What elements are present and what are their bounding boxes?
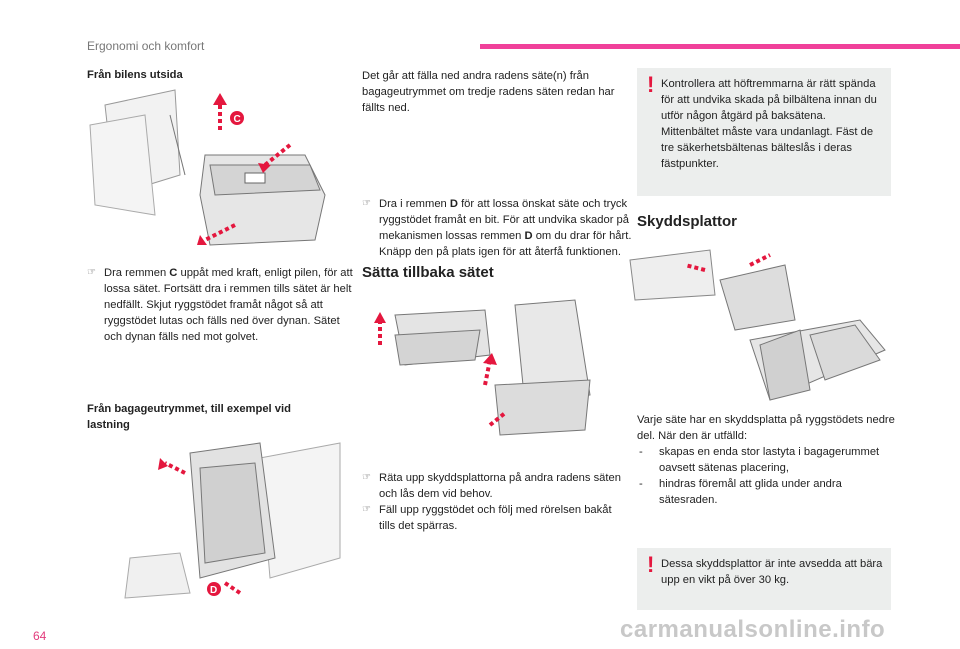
label-c: C bbox=[234, 114, 241, 125]
middle-intro: Det går att fälla ned andra radens säte(… bbox=[362, 70, 615, 114]
text: skapas en enda stor lastyta i bagagerumm… bbox=[659, 446, 880, 474]
instruction-pull-strap-d: ☞ Dra i remmen D för att lossa önskat sä… bbox=[362, 196, 634, 260]
warning-icon: ! bbox=[647, 552, 655, 577]
warning-box-seatbelts: ! Kontrollera att höftremmarna är rätt s… bbox=[637, 68, 891, 196]
warning-icon: ! bbox=[647, 72, 655, 97]
pointing-hand-icon: ☞ bbox=[87, 267, 96, 278]
text: om du drar för hårt. Knäpp den på plats … bbox=[379, 230, 632, 258]
text: uppåt med kraft, enligt pilen, för att l… bbox=[104, 267, 353, 343]
instruction-raise-plates: ☞ Räta upp skyddsplattorna på andra raden… bbox=[362, 470, 624, 502]
text: Räta upp skyddsplattorna på andra radens… bbox=[379, 472, 621, 500]
subtitle-from-outside: Från bilens utsida bbox=[87, 69, 183, 81]
protective-plates-description: Varje säte har en skyddsplatta på ryggst… bbox=[637, 412, 895, 508]
warning-text: Kontrollera att höftremmarna är rätt spä… bbox=[661, 78, 877, 170]
warning-text: Dessa skyddsplattor är inte avsedda att … bbox=[661, 558, 883, 586]
watermark: carmanualsonline.info bbox=[620, 616, 886, 643]
pointing-hand-icon: ☞ bbox=[362, 198, 371, 209]
section-accent-bar bbox=[480, 44, 960, 49]
list-item: -hindras föremål att glida under andra s… bbox=[639, 478, 842, 506]
intro-text: Varje säte har en skyddsplatta på ryggst… bbox=[637, 414, 895, 442]
page-number: 64 bbox=[33, 629, 47, 643]
heading-protective-plates: Skyddsplattor bbox=[637, 213, 738, 230]
instruction-pull-strap-c: ☞ Dra remmen C uppåt med kraft, enligt p… bbox=[87, 265, 360, 345]
seat-restore-illustration bbox=[365, 295, 605, 460]
text: Dra remmen bbox=[104, 267, 170, 279]
heading-restore-seat: Sätta tillbaka sätet bbox=[362, 264, 494, 281]
strap-label: D bbox=[524, 230, 533, 242]
strap-label: D bbox=[449, 198, 458, 210]
pointing-hand-icon: ☞ bbox=[362, 472, 371, 483]
protective-plates-illustration bbox=[620, 240, 890, 405]
text: Dra i remmen bbox=[379, 198, 450, 210]
pointing-hand-icon: ☞ bbox=[362, 504, 371, 515]
strap-label: C bbox=[169, 267, 178, 279]
subtitle-from-trunk: Från bagageutrymmet, till exempel vid la… bbox=[87, 403, 291, 431]
list-item: -skapas en enda stor lastyta i bagagerum… bbox=[639, 446, 880, 474]
restore-instructions: ☞ Räta upp skyddsplattorna på andra raden… bbox=[362, 470, 624, 534]
text: hindras föremål att glida under andra sä… bbox=[659, 478, 842, 506]
label-d: D bbox=[210, 585, 217, 596]
text: för att lossa önskat säte och tryck rygg… bbox=[379, 198, 629, 242]
seat-fold-illustration-d: D bbox=[110, 438, 342, 603]
warning-box-weight: ! Dessa skyddsplattor är inte avsedda at… bbox=[637, 548, 891, 610]
text: Fäll upp ryggstödet och följ med rörelse… bbox=[379, 504, 612, 532]
instruction-raise-backrest: ☞ Fäll upp ryggstödet och följ med rörels… bbox=[362, 502, 624, 534]
section-title: Ergonomi och komfort bbox=[87, 39, 205, 53]
seat-fold-illustration-c: C bbox=[85, 85, 343, 255]
